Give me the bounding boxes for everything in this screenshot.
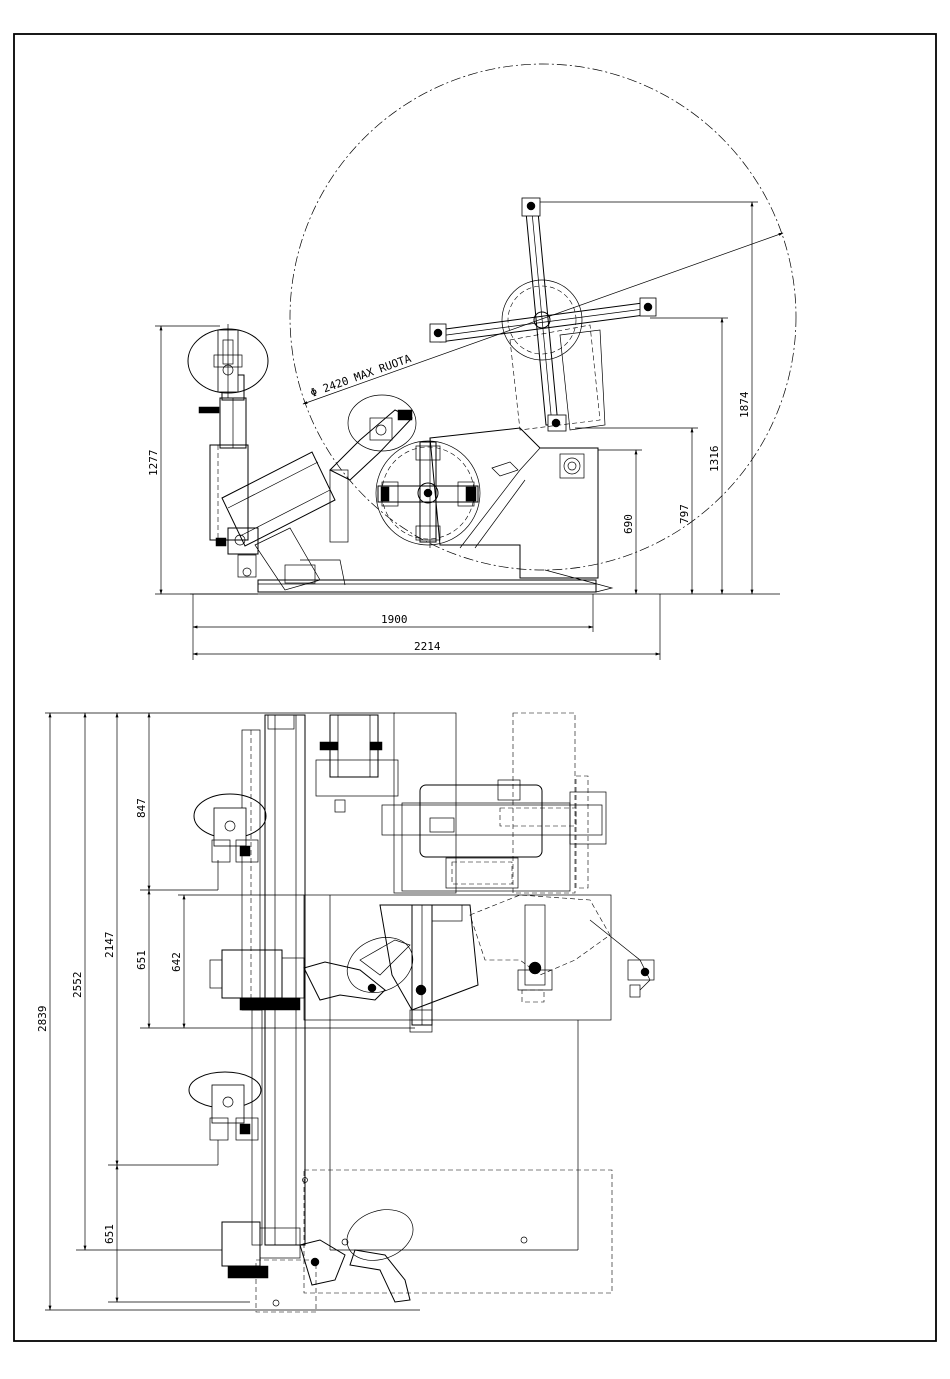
svg-text:690: 690 <box>622 514 635 534</box>
svg-text:2214: 2214 <box>414 640 441 653</box>
dim-1900: 1900 <box>193 594 593 660</box>
side-view: Φ 2420 MAX RUOTA <box>147 64 796 660</box>
dim-797: 797 <box>575 428 698 594</box>
svg-text:651: 651 <box>103 1224 116 1244</box>
rail-column <box>265 715 305 1245</box>
top-view: 847 651 642 2147 2552 2839 <box>36 713 654 1312</box>
svg-text:1316: 1316 <box>708 446 721 473</box>
left-tower <box>210 445 248 540</box>
svg-text:2839: 2839 <box>36 1006 49 1033</box>
base-plate <box>258 580 596 592</box>
svg-text:1277: 1277 <box>147 450 160 477</box>
gearbox <box>222 950 282 998</box>
svg-text:797: 797 <box>678 504 691 524</box>
mid-roller-disc <box>348 395 416 451</box>
svg-text:2552: 2552 <box>71 972 84 999</box>
svg-text:1900: 1900 <box>381 613 408 626</box>
svg-text:2147: 2147 <box>103 932 116 959</box>
machine-body <box>430 428 598 578</box>
dim-690: 690 <box>598 450 642 594</box>
central-turntable <box>380 905 478 1010</box>
dim-2552: 2552 <box>71 713 222 1250</box>
max-wheel-circle <box>290 64 796 570</box>
dim-1316: 1316 <box>650 318 728 594</box>
dim-1874: 1874 <box>540 202 758 594</box>
inclined-arm <box>222 452 335 546</box>
diameter-line <box>303 233 783 404</box>
dim-651-bottom: 651 <box>103 1165 250 1302</box>
circle-label: Φ 2420 MAX RUOTA <box>309 352 414 400</box>
top-control-frame <box>420 785 542 857</box>
main-turntable <box>430 198 656 431</box>
dim-847: 847 <box>135 713 218 890</box>
svg-text:1874: 1874 <box>738 391 751 418</box>
svg-text:651: 651 <box>135 950 148 970</box>
svg-text:847: 847 <box>135 798 148 818</box>
dim-2839: 2839 <box>36 713 50 1310</box>
drawing-frame <box>14 34 936 1341</box>
dim-2147: 2147 <box>103 713 218 1165</box>
svg-text:642: 642 <box>170 952 183 972</box>
